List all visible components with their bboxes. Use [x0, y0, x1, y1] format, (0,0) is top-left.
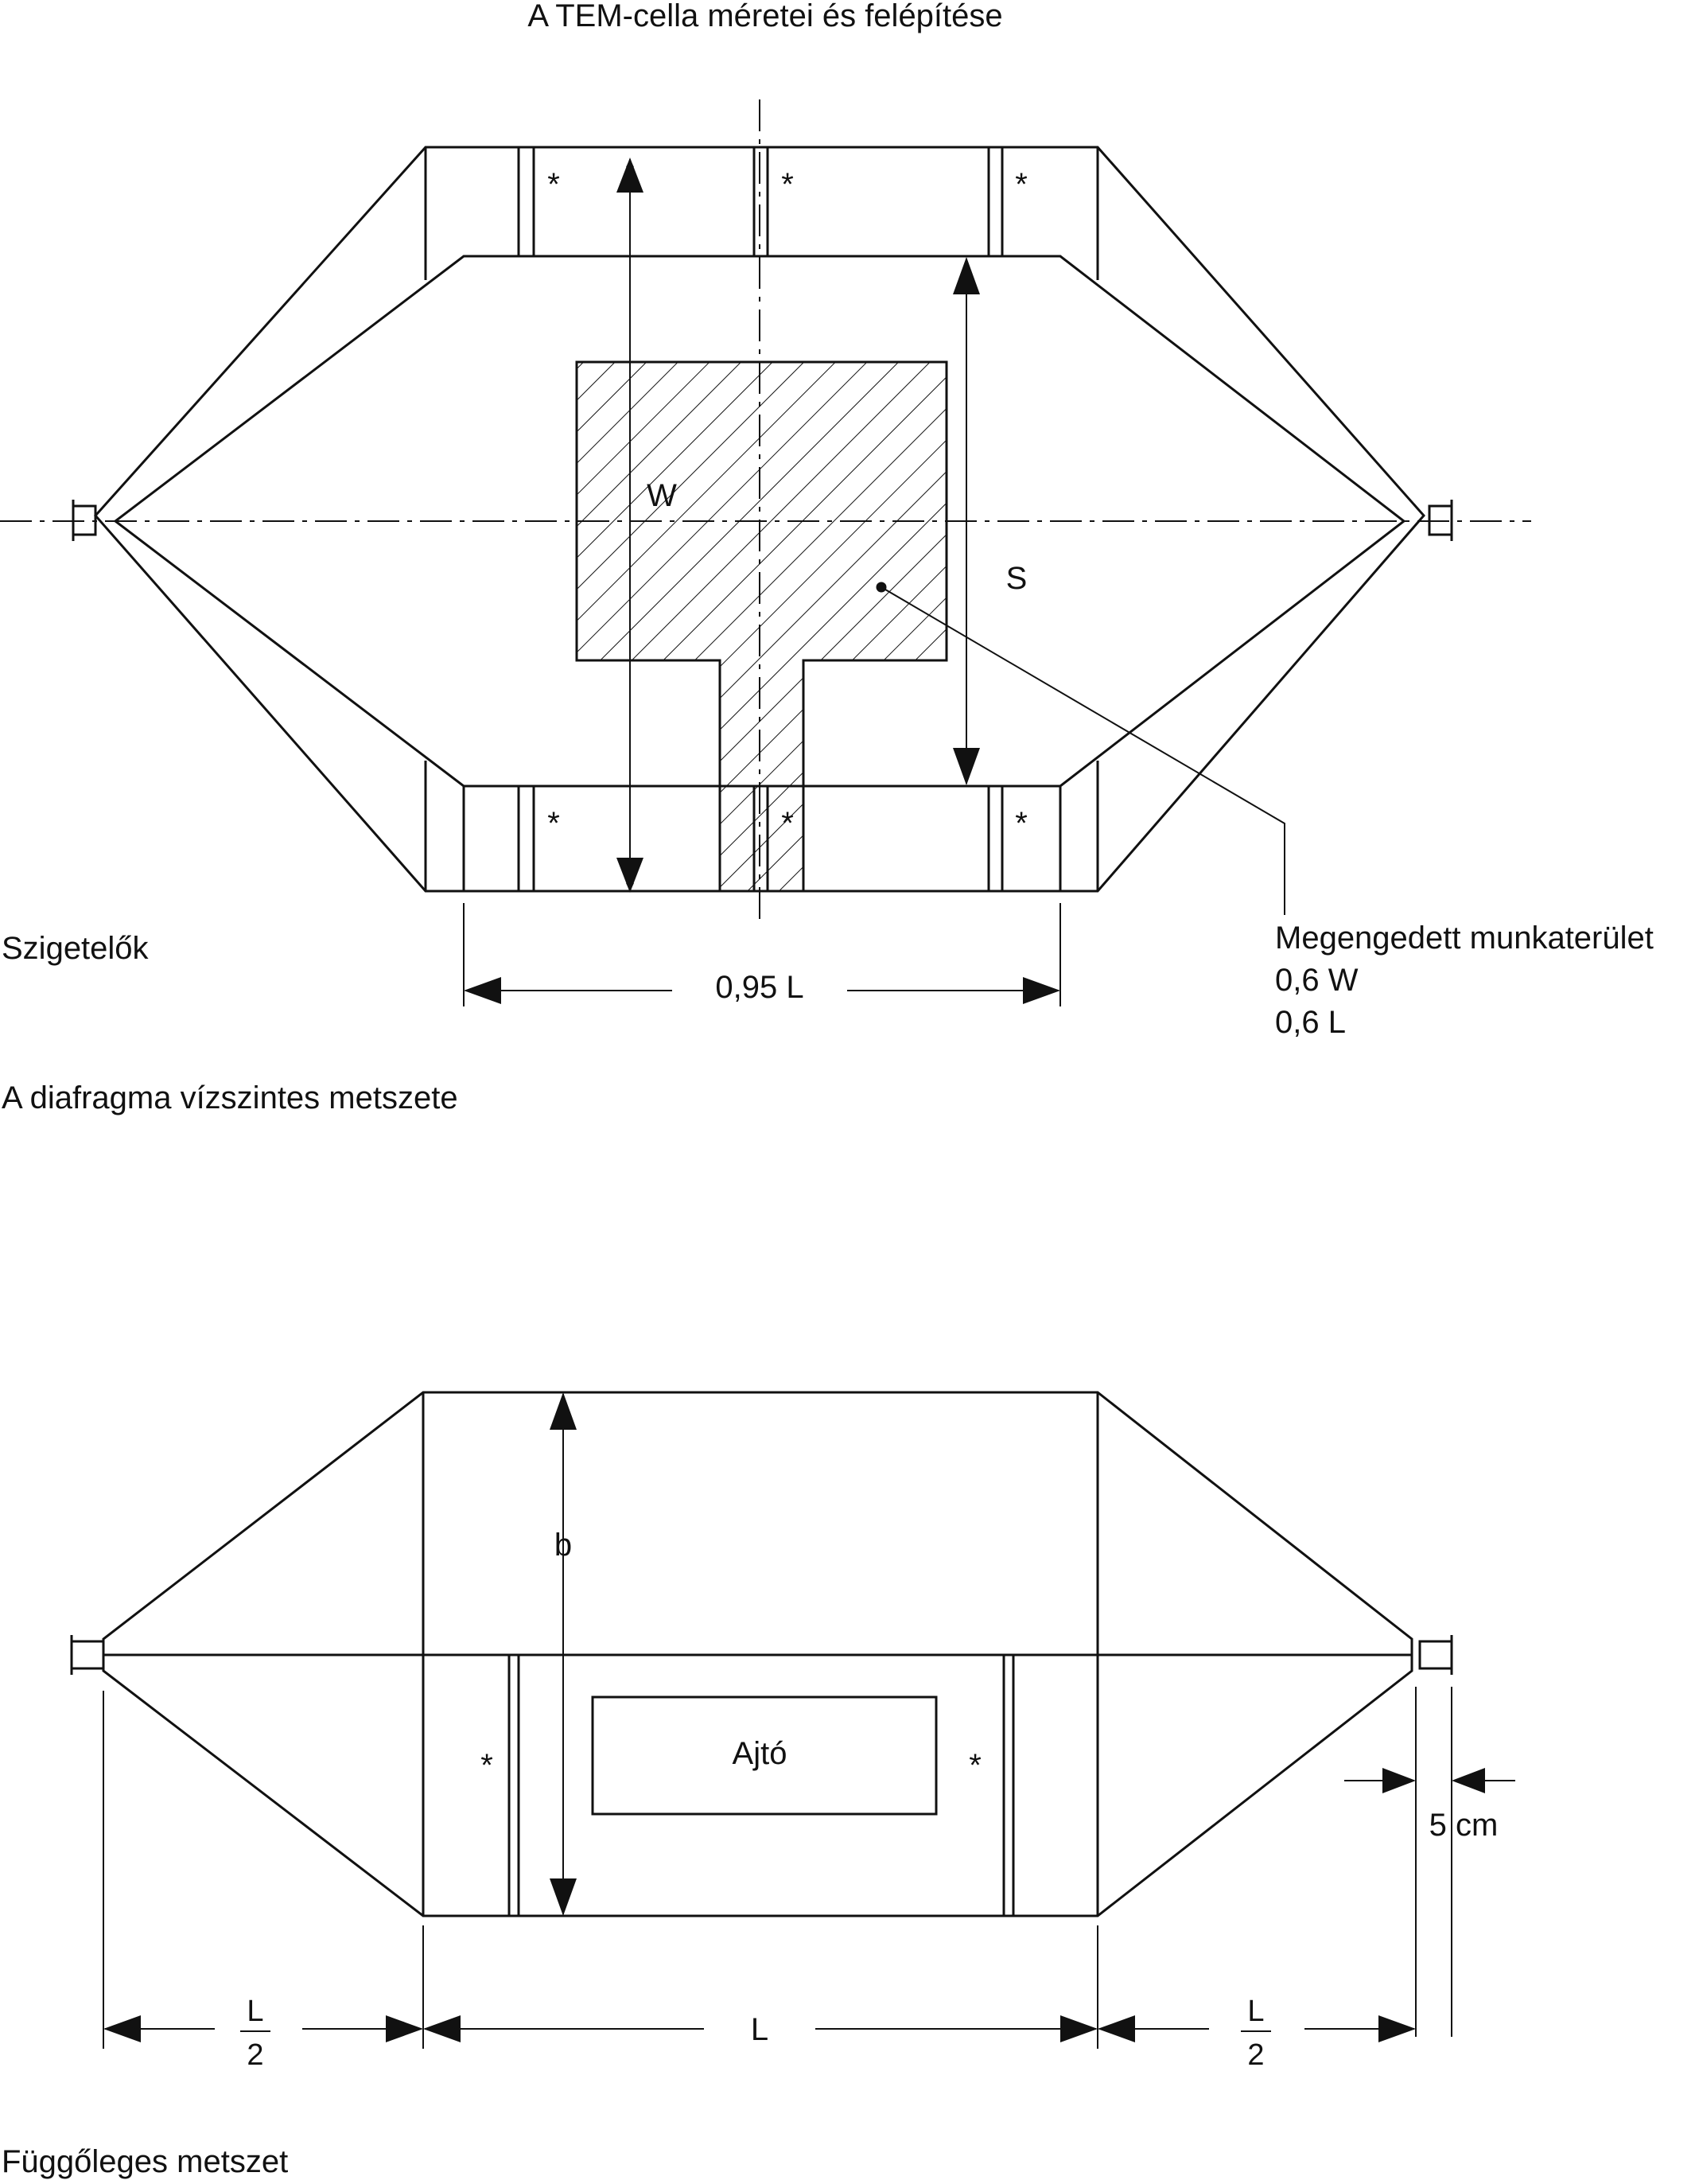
half-l-right-numerator: L [1247, 1995, 1264, 2028]
side-asterisk-left: * [480, 1748, 493, 1783]
dim-half-right-head-a [1098, 2015, 1135, 2042]
dimension-b-head-bottom [550, 1878, 577, 1916]
asterisk-top-2: * [781, 167, 794, 202]
half-l-left-numerator: L [247, 1995, 263, 2028]
work-area-label-line1: Megengedett munkaterület [1275, 921, 1654, 956]
door-label: Ajtó [733, 1736, 787, 1771]
dimension-095l-label: 0,95 L [715, 970, 803, 1005]
horizontal-section-caption: A diafragma vízszintes metszete [2, 1080, 458, 1115]
dimension-l-label: L [751, 2012, 768, 2047]
side-view [70, 1391, 1515, 2049]
top-view [0, 99, 1531, 1006]
dim-5cm-head-right [1452, 1768, 1485, 1793]
dim-half-right-head-b [1378, 2015, 1416, 2042]
figure-title: A TEM-cella méretei és felépítése [527, 0, 1002, 33]
dimension-b-head-top [550, 1392, 577, 1430]
asterisk-top-1: * [547, 167, 560, 202]
permitted-work-area [575, 360, 948, 893]
work-area-leader [881, 586, 1285, 915]
dimension-w-head-top [616, 158, 643, 193]
asterisk-bottom-1: * [547, 806, 560, 841]
dim-half-left-head-a [103, 2015, 141, 2042]
asterisk-top-3: * [1015, 167, 1028, 202]
side-asterisk-right: * [969, 1748, 982, 1783]
side-right-connector [1418, 1640, 1453, 1670]
dimension-s-head-top [953, 257, 980, 294]
half-l-left-denominator: 2 [247, 2038, 263, 2072]
dim-5cm-head-left [1382, 1768, 1416, 1793]
dim-095l-head-left [464, 977, 501, 1004]
dimension-w-head-bottom [616, 858, 643, 893]
asterisk-bottom-2: * [781, 806, 794, 841]
dim-095l-head-right [1023, 977, 1060, 1004]
dimension-5cm-label: 5 cm [1429, 1808, 1499, 1843]
dim-l-head-b [1060, 2015, 1098, 2042]
dimension-b-label: b [554, 1528, 572, 1563]
side-left-connector [70, 1640, 105, 1670]
work-area-label-line3: 0,6 L [1275, 1005, 1346, 1040]
vertical-section-caption: Függőleges metszet [2, 2144, 288, 2179]
half-l-right-denominator: 2 [1247, 2038, 1264, 2072]
dim-half-left-head-b [386, 2015, 423, 2042]
dimension-w-label: W [647, 478, 677, 513]
dimension-s-head-bottom [953, 748, 980, 785]
work-area-leader-dot [876, 582, 887, 593]
dimension-s-label: S [1006, 561, 1028, 596]
dim-l-head-a [423, 2015, 461, 2042]
work-area-label-line2: 0,6 W [1275, 963, 1359, 998]
door [591, 1695, 938, 1816]
insulators-label: Szigetelők [2, 931, 150, 966]
asterisk-bottom-3: * [1015, 806, 1028, 841]
